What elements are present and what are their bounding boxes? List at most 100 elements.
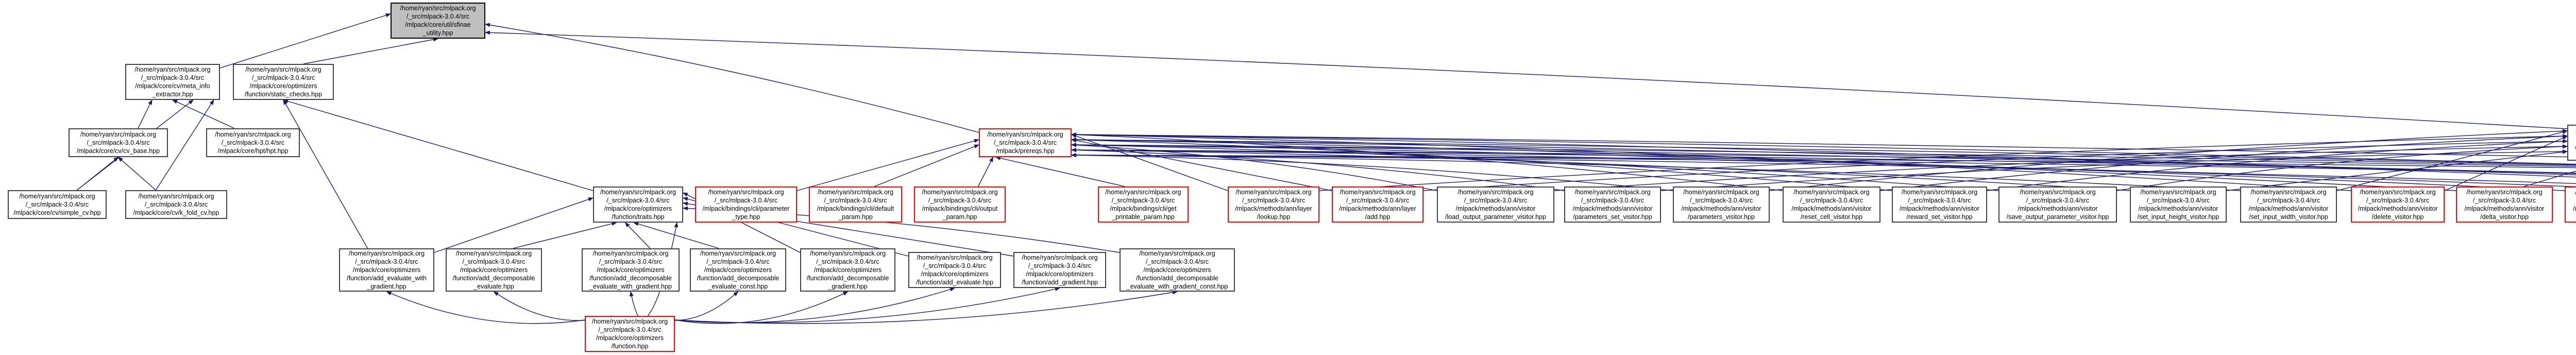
graph-node-label-line: /mlpack/core/cv/cv_base.hpp <box>76 147 160 155</box>
include-edge-lookup-to-prereqs <box>1071 134 1228 191</box>
graph-node-dparam[interactable]: /home/ryan/src/mlpack.org/_src/mlpack-3.… <box>809 187 902 223</box>
graph-node-label-line: /_src/mlpack-3.0.4/src <box>2026 196 2090 204</box>
graph-node-pset[interactable]: /home/ryan/src/mlpack.org/_src/mlpack-3.… <box>1564 187 1661 223</box>
include-edge-rcell-to-prereqs <box>1071 132 1783 191</box>
graph-node-label-line: /_src/mlpack-3.0.4/src <box>714 196 778 204</box>
graph-node-label-line: /mlpack/methods/ann/visitor <box>1900 205 1979 212</box>
graph-node-label-line: /parameters_visitor.hpp <box>1688 213 1755 221</box>
graph-node-schecks[interactable]: /home/ryan/src/mlpack.org/_src/mlpack-3.… <box>233 64 334 100</box>
graph-node-label-line: /reward_set_visitor.hpp <box>1906 213 1973 221</box>
graph-node-ptype[interactable]: /home/ryan/src/mlpack.org/_src/mlpack-3.… <box>695 187 797 223</box>
graph-node-sih[interactable]: /home/ryan/src/mlpack.org/_src/mlpack-3.… <box>2130 187 2227 223</box>
graph-node-label-line: /add.hpp <box>1365 213 1391 221</box>
graph-node-del[interactable]: /home/ryan/src/mlpack.org/_src/mlpack-3.… <box>2351 187 2445 223</box>
include-edge-loadout-to-prereqs <box>1071 143 1437 191</box>
graph-node-label-line: /home/ryan/src/mlpack.org <box>1340 188 1416 196</box>
graph-node-label-line: /home/ryan/src/mlpack.org <box>2466 188 2543 196</box>
graph-node-lookup[interactable]: /home/ryan/src/mlpack.org/_src/mlpack-3.… <box>1228 187 1319 223</box>
graph-node-meta[interactable]: /home/ryan/src/mlpack.org/_src/mlpack-3.… <box>125 64 220 100</box>
graph-node-label-line: /_src/mlpack-3.0.4/src <box>816 258 879 265</box>
graph-node-addl[interactable]: /home/ryan/src/mlpack.org/_src/mlpack-3.… <box>1332 187 1423 223</box>
include-edge-sih-to-prereqs <box>1071 148 2130 191</box>
graph-node-label-line: /mlpack/core/optimizers <box>1026 271 1094 278</box>
graph-node-label-line: /_src/mlpack-3.0.4/src <box>1908 196 1971 204</box>
graph-node-label-line: /mlpack/bindings/cli/default <box>817 205 894 212</box>
graph-node-aewg[interactable]: /home/ryan/src/mlpack.org/_src/mlpack-3.… <box>339 248 434 292</box>
graph-node-label-line: /_src/mlpack-3.0.4/src <box>144 200 208 208</box>
include-edge-ade-to-traits <box>513 222 617 249</box>
graph-node-oh[interactable]: /home/ryan/src/mlpack.org/_src/mlpack-3.… <box>2565 187 2576 223</box>
include-edge-op-to-prereqs <box>1071 148 2576 188</box>
graph-node-label-line: /delete_visitor.hpp <box>2371 213 2424 221</box>
graph-node-label-line: /_src/mlpack-3.0.4/src <box>599 258 663 265</box>
graph-node-cvbase[interactable]: /home/ryan/src/mlpack.org/_src/mlpack-3.… <box>69 128 168 157</box>
graph-node-label-line: /_src/mlpack-3.0.4/src <box>25 200 89 208</box>
graph-node-label-line: /parameters_set_visitor.hpp <box>1573 213 1652 221</box>
graph-node-rset[interactable]: /home/ryan/src/mlpack.org/_src/mlpack-3.… <box>1892 187 1987 223</box>
graph-node-pvis[interactable]: /home/ryan/src/mlpack.org/_src/mlpack-3.… <box>1673 187 1770 223</box>
graph-node-label-line: /function/add_evaluate_with <box>347 275 427 282</box>
graph-node-adewgc[interactable]: /home/ryan/src/mlpack.org/_src/mlpack-3.… <box>1120 248 1235 292</box>
include-edge-aewg-to-schecks <box>283 99 368 249</box>
graph-node-scv[interactable]: /home/ryan/src/mlpack.org/_src/mlpack-3.… <box>8 190 107 219</box>
graph-node-label-line: /_src/mlpack-3.0.4/src <box>87 139 150 146</box>
graph-node-siw[interactable]: /home/ryan/src/mlpack.org/_src/mlpack-3.… <box>2240 187 2337 223</box>
graph-node-label-line: /_src/mlpack-3.0.4/src <box>1145 258 1209 265</box>
graph-node-saveout[interactable]: /home/ryan/src/mlpack.org/_src/mlpack-3.… <box>1998 187 2117 223</box>
graph-node-label-line: /home/ryan/src/mlpack.org <box>1105 188 1181 196</box>
include-edge-delta-to-ltraits <box>2523 171 2576 187</box>
graph-node-label-line: /function/add_decomposable <box>1136 275 1218 282</box>
graph-node-adg[interactable]: /home/ryan/src/mlpack.org/_src/mlpack-3.… <box>800 248 895 292</box>
include-edge-del-to-ltraits <box>2444 136 2568 191</box>
graph-node-function[interactable]: /home/ryan/src/mlpack.org/_src/mlpack-3.… <box>585 316 675 352</box>
graph-node-label-line: /mlpack/core/optimizers <box>921 271 989 278</box>
graph-node-adec[interactable]: /home/ryan/src/mlpack.org/_src/mlpack-3.… <box>690 248 786 292</box>
graph-node-rcell[interactable]: /home/ryan/src/mlpack.org/_src/mlpack-3.… <box>1783 187 1880 223</box>
graph-node-label-line: /home/ryan/src/mlpack.org <box>817 188 894 196</box>
graph-node-label-line: /set_input_height_visitor.hpp <box>2137 213 2219 221</box>
graph-node-label-line: /home/ryan/src/mlpack.org <box>1235 188 1312 196</box>
graph-node-ag[interactable]: /home/ryan/src/mlpack.org/_src/mlpack-3.… <box>1013 252 1106 288</box>
graph-node-label-line: /mlpack/core/optimizers <box>814 266 882 274</box>
graph-node-label-line: /load_output_parameter_visitor.hpp <box>1445 213 1546 221</box>
graph-node-label-line: /mlpack/core/cv/k_fold_cv.hpp <box>133 209 219 217</box>
graph-node-gprint[interactable]: /home/ryan/src/mlpack.org/_src/mlpack-3.… <box>1098 187 1189 223</box>
graph-node-adewg[interactable]: /home/ryan/src/mlpack.org/_src/mlpack-3.… <box>582 248 680 292</box>
graph-node-loadout[interactable]: /home/ryan/src/mlpack.org/_src/mlpack-3.… <box>1437 187 1554 223</box>
graph-node-label-line: /_src/mlpack-3.0.4/src <box>706 258 770 265</box>
graph-node-ade[interactable]: /home/ryan/src/mlpack.org/_src/mlpack-3.… <box>446 248 542 292</box>
include-edge-cvbase-to-meta <box>138 99 152 129</box>
graph-node-label-line: _gradient.hpp <box>828 283 868 291</box>
graph-node-label-line: /function.hpp <box>611 343 649 350</box>
graph-node-label-line: /home/ryan/src/mlpack.org <box>2140 188 2216 196</box>
graph-node-prereqs[interactable]: /home/ryan/src/mlpack.org/_src/mlpack-3.… <box>979 128 1072 157</box>
include-edge-scv-to-cvbase <box>76 157 119 191</box>
graph-node-traits[interactable]: /home/ryan/src/mlpack.org/_src/mlpack-3.… <box>593 187 683 223</box>
graph-node-label-line: /home/ryan/src/mlpack.org <box>1022 253 1098 261</box>
graph-node-hpt[interactable]: /home/ryan/src/mlpack.org/_src/mlpack-3.… <box>206 128 300 157</box>
graph-node-label-line: /home/ryan/src/mlpack.org <box>2360 188 2436 196</box>
graph-node-label-line: /mlpack/bindings/cli/get <box>1110 205 1177 212</box>
graph-node-ae[interactable]: /home/ryan/src/mlpack.org/_src/mlpack-3.… <box>908 252 1001 288</box>
graph-node-label-line: /home/ryan/src/mlpack.org <box>708 188 784 196</box>
graph-node-label-line: /_src/mlpack-3.0.4/src <box>824 196 887 204</box>
graph-node-label-line: /_src/mlpack-3.0.4/src <box>1028 262 1092 269</box>
include-edge-adec-to-traits <box>633 222 719 249</box>
graph-node-ltraits[interactable]: /home/ryan/src/mlpack.org/_src/mlpack-3.… <box>2567 125 2576 161</box>
include-edge-saveout-to-ltraits <box>2116 144 2568 191</box>
graph-node-label-line: /mlpack/core/cv/simple_cv.hpp <box>13 209 101 217</box>
graph-node-label-line: /mlpack/core/optimizers <box>249 82 317 90</box>
include-edge-wset-to-prereqs <box>1071 143 2576 174</box>
graph-node-label-line: /home/ryan/src/mlpack.org <box>138 192 214 200</box>
graph-node-label-line: /mlpack/methods/ann/visitor <box>1681 205 1761 212</box>
graph-node-label-line: /delta_visitor.hpp <box>2480 213 2529 221</box>
graph-node-label-line: /reset_cell_visitor.hpp <box>1800 213 1863 221</box>
graph-node-kfold[interactable]: /home/ryan/src/mlpack.org/_src/mlpack-3.… <box>125 190 227 219</box>
graph-node-delta[interactable]: /home/ryan/src/mlpack.org/_src/mlpack-3.… <box>2456 187 2553 223</box>
include-edge-function-to-adg <box>674 291 849 324</box>
graph-node-oparam[interactable]: /home/ryan/src/mlpack.org/_src/mlpack-3.… <box>914 187 1006 223</box>
include-edge-delta-to-prereqs <box>1071 138 2456 191</box>
graph-node-label-line: /function/add_decomposable <box>697 275 779 282</box>
graph-node-label-line: /function/add_decomposable <box>452 275 535 282</box>
